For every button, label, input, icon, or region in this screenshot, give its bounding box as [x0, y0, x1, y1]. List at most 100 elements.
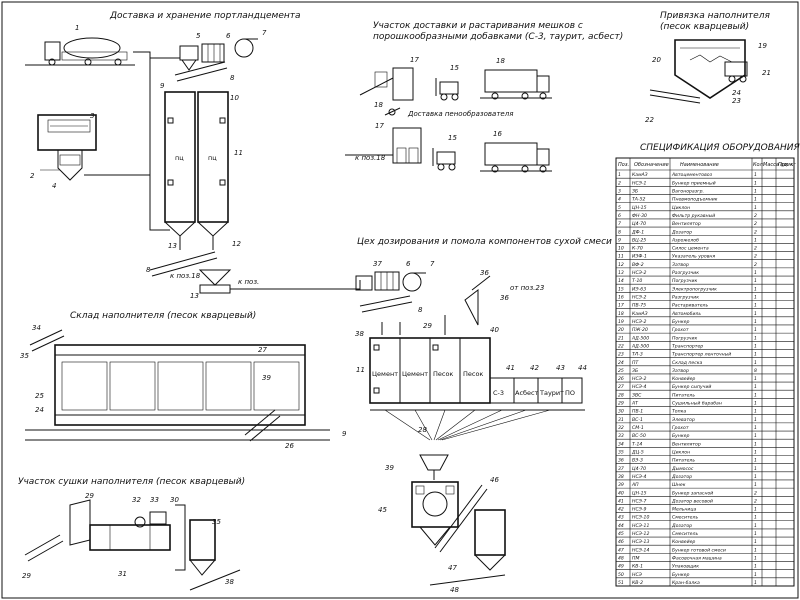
table-cell: Т-14	[632, 441, 642, 447]
th-code: Обозначение	[634, 162, 669, 168]
table-cell: 15	[618, 286, 624, 292]
svg-text:18: 18	[496, 57, 505, 65]
svg-text:41: 41	[506, 364, 515, 372]
svg-text:35: 35	[20, 352, 29, 360]
table-cell: 1	[754, 180, 757, 186]
svg-text:22: 22	[645, 116, 654, 124]
svg-text:20: 20	[652, 56, 661, 64]
title-dosing: Цех дозирования и помола компонентов сух…	[357, 237, 612, 247]
small-bins: С-3 Асбест Таурит ПО 41 42 43 44	[489, 364, 587, 404]
title-bags: Участок доставки и растаривания мешков с…	[373, 21, 623, 42]
sand-warehouse: 34 35 27 39 25 24 26	[20, 324, 330, 450]
table-cell: Бункер	[672, 319, 689, 325]
svg-text:38: 38	[355, 330, 364, 338]
svg-text:9: 9	[160, 82, 165, 90]
cyclone-filter-top: 5 6 7	[179, 29, 267, 71]
svg-text:19: 19	[758, 42, 767, 50]
table-cell: 5	[618, 205, 621, 211]
th-qty: Кол.	[753, 162, 764, 168]
table-cell: 31	[618, 417, 624, 423]
table-cell: Питатель	[672, 392, 695, 398]
table-cell: Электропогрузчик	[671, 286, 717, 292]
svg-text:8: 8	[418, 306, 423, 314]
table-cell: Смеситель	[672, 531, 698, 537]
svg-text:1: 1	[75, 24, 79, 32]
table-cell: Бункер приемный	[672, 180, 716, 186]
table-cell: 1	[618, 172, 621, 178]
table-cell: ВЦ-25	[632, 237, 646, 243]
mixer-unit: 39 45	[378, 454, 459, 546]
table-cell: 2	[754, 490, 757, 496]
table-cell: Фасовочная машина	[672, 556, 722, 562]
table-cell: Питатель	[672, 458, 695, 464]
table-cell: 2	[754, 498, 757, 504]
svg-text:40: 40	[490, 326, 499, 334]
sand-hopper: 19 20 21 23 24 22	[645, 39, 771, 124]
svg-text:15: 15	[448, 134, 457, 142]
table-cell: НСЭ-14	[632, 547, 649, 553]
dosing-filter: 37 6 7	[355, 260, 435, 292]
table-cell: 1	[754, 441, 757, 447]
table-cell: 1	[754, 401, 757, 407]
svg-text:2: 2	[30, 172, 35, 180]
table-cell: ВЭ-3	[632, 458, 643, 464]
table-cell: ЗБ	[632, 188, 638, 194]
cement-truck: 1	[25, 24, 135, 66]
table-cell: 1	[754, 352, 757, 358]
table-cell: 18	[618, 311, 624, 317]
table-cell: Автоцементовоз	[671, 172, 713, 178]
table-cell: 25	[618, 368, 624, 374]
table-cell: 1	[754, 547, 757, 553]
table-cell: ИЭ-63	[632, 286, 646, 292]
table-cell: 26	[618, 376, 624, 382]
table-cell: Упаковщик	[672, 564, 699, 570]
table-cell: АД-500	[631, 335, 649, 341]
table-cell: 1	[754, 311, 757, 317]
svg-text:27: 27	[258, 346, 267, 354]
table-cell: 11	[618, 254, 624, 260]
table-cell: Кран-балка	[672, 580, 700, 586]
table-cell: Дозатор весовой	[671, 498, 713, 504]
svg-text:34: 34	[32, 324, 41, 332]
table-cell: 1	[754, 270, 757, 276]
svg-text:30: 30	[170, 496, 179, 504]
table-cell: Элеватор	[671, 417, 695, 423]
table-cell: 24	[618, 360, 624, 366]
title-spec: СПЕЦИФИКАЦИЯ ОБОРУДОВАНИЯ	[640, 143, 800, 153]
svg-text:33: 33	[150, 496, 159, 504]
drying-unit: 29 32 33 30 35 31 29 38	[22, 492, 241, 591]
table-cell: 32	[618, 425, 624, 431]
table-cell: 2	[754, 254, 757, 260]
bin-sand-2: Песок	[463, 370, 483, 378]
truck-b: 16	[480, 130, 552, 173]
svg-text:6: 6	[406, 260, 411, 268]
table-cell: Ц4-70	[632, 221, 646, 227]
table-cell: 21	[618, 335, 624, 341]
bin-cement-1: Цемент	[372, 370, 398, 378]
cement-line-to-dosing	[230, 280, 361, 290]
sand-truck	[724, 61, 748, 83]
svg-text:38: 38	[225, 578, 234, 586]
svg-text:35: 35	[212, 518, 221, 526]
table-cell: 1	[754, 466, 757, 472]
table-cell: КамАЗ	[632, 172, 648, 178]
svg-text:26: 26	[285, 442, 294, 450]
small-bin-c3: С-3	[493, 389, 504, 397]
svg-text:5: 5	[196, 32, 201, 40]
table-cell: 49	[618, 564, 624, 570]
bin-cement-2: Цемент	[402, 370, 428, 378]
small-bin-asbest: Асбест	[515, 389, 539, 397]
svg-text:36: 36	[480, 269, 489, 277]
table-cell: 43	[618, 515, 624, 521]
table-cell: 44	[618, 523, 624, 529]
table-cell: Растариватель	[672, 303, 708, 309]
table-cell: 36	[618, 458, 624, 464]
table-cell: 40	[618, 490, 624, 496]
silo-left-label: пц	[175, 154, 184, 162]
table-cell: 1	[754, 474, 757, 480]
table-cell: Шнек	[672, 482, 686, 488]
th-pos: Поз.	[618, 162, 629, 168]
silo-screw: 8 к поз.18	[146, 251, 218, 280]
